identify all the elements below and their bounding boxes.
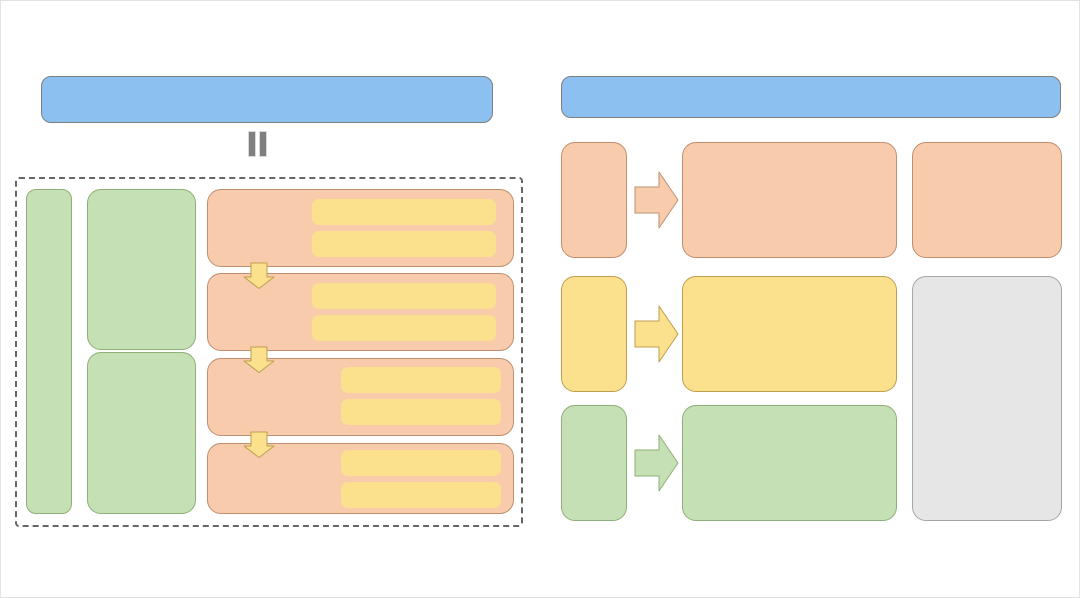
process-row-1-bar-2[interactable] (312, 231, 496, 257)
double-bar-connector-left (248, 131, 256, 157)
green-tall-column[interactable] (26, 189, 72, 514)
left-dashed-group (15, 177, 523, 527)
down-arrow-icon-3 (243, 431, 275, 458)
right-row-green-source[interactable] (561, 405, 627, 521)
left-header-bar[interactable] (41, 76, 493, 123)
green-stack-top[interactable] (87, 189, 196, 350)
right-row-yellow-target[interactable] (682, 276, 897, 392)
right-header-bar[interactable] (561, 76, 1061, 118)
right-side-gray[interactable] (912, 276, 1062, 521)
down-arrow-icon-1 (243, 262, 275, 289)
process-row-4-bar-2[interactable] (341, 482, 501, 508)
right-side-orange[interactable] (912, 142, 1062, 258)
right-row-green-target[interactable] (682, 405, 897, 521)
process-row-2-bar-1[interactable] (312, 283, 496, 309)
process-row-2-bar-2[interactable] (312, 315, 496, 341)
right-arrow-icon-yellow (634, 305, 679, 363)
process-row-1-bar-1[interactable] (312, 199, 496, 225)
process-row-3-bar-2[interactable] (341, 399, 501, 425)
green-stack-bottom[interactable] (87, 352, 196, 514)
right-row-orange-target[interactable] (682, 142, 897, 258)
process-row-3-bar-1[interactable] (341, 367, 501, 393)
process-row-4-bar-1[interactable] (341, 450, 501, 476)
double-bar-connector-right (259, 131, 267, 157)
right-row-orange-source[interactable] (561, 142, 627, 258)
down-arrow-icon-2 (243, 346, 275, 373)
right-arrow-icon-green (634, 434, 679, 492)
right-row-yellow-source[interactable] (561, 276, 627, 392)
right-arrow-icon-orange (634, 171, 679, 229)
